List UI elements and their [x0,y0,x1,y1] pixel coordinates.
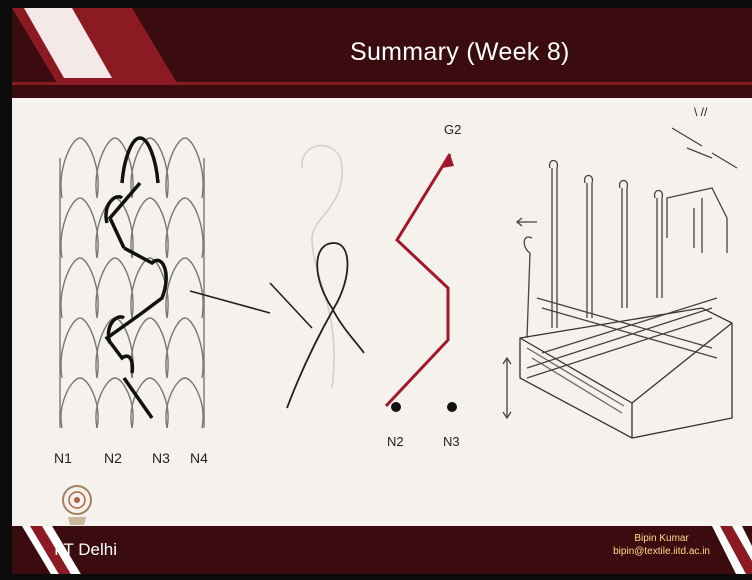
author-email: bipin@textile.iitd.ac.in [613,545,710,558]
machine-corner-label: \ // [694,105,708,119]
loop-detail-diagram [270,146,364,409]
institute-name: IIT Delhi [54,540,117,560]
fabric-loops [60,138,204,428]
author-name: Bipin Kumar [613,532,710,545]
knitted-fabric-diagram [60,138,270,428]
fabric-needle-label-n2: N2 [104,450,122,466]
fabric-needle-label-n3: N3 [152,450,170,466]
warp-knitting-machine-diagram [503,128,737,438]
fabric-needle-label-n1: N1 [54,450,72,466]
footer-bar: IIT Delhi Bipin Kumar bipin@textile.iitd… [12,526,752,574]
author-block: Bipin Kumar bipin@textile.iitd.ac.in [613,532,710,558]
fabric-needle-label-n4: N4 [190,450,208,466]
lapping-needle-label-n2: N2 [387,434,404,449]
institute-emblem-icon [60,483,94,527]
diagram-canvas: \ // G2 N2 N3 N1 N2 N3 N4 [12,8,752,518]
lapping-diagram [386,154,457,412]
lapping-needle-label-n3: N3 [443,434,460,449]
needle-point-n2 [391,402,401,412]
pointer-line [190,291,270,313]
needle-point-n3 [447,402,457,412]
guide-label-g2: G2 [444,122,461,137]
slide: Summary (Week 8) [12,8,752,574]
